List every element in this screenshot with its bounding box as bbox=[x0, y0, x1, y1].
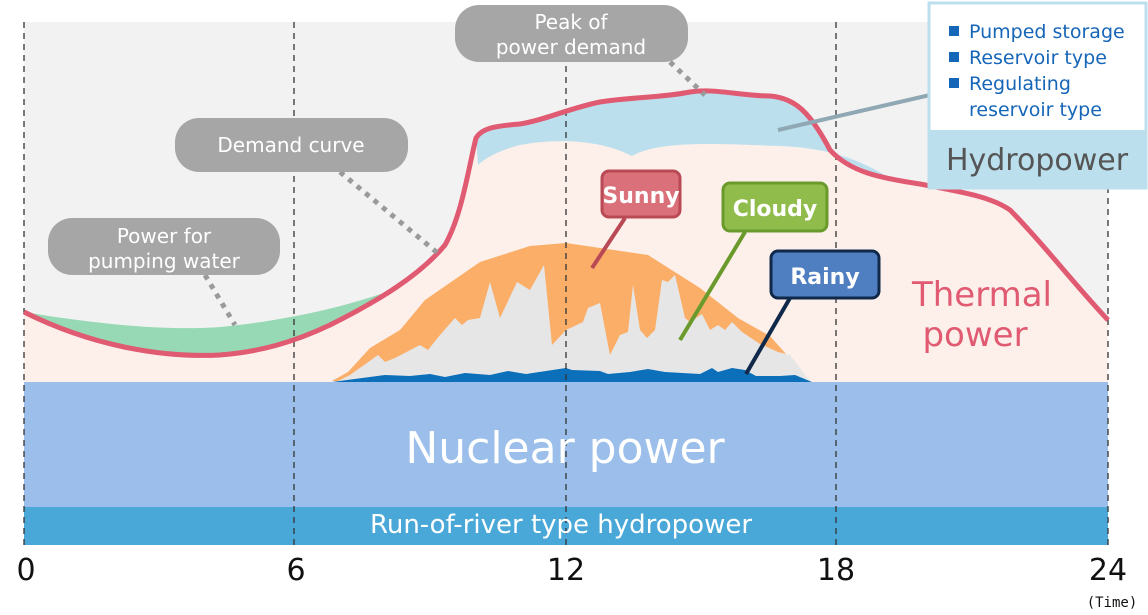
legend-title: Hydropower bbox=[946, 143, 1129, 178]
legend-bullet-icon bbox=[949, 26, 959, 36]
legend-item-reservoir: Reservoir type bbox=[969, 47, 1107, 69]
peak-callout-line1: Peak of bbox=[534, 10, 608, 34]
rainy-leader bbox=[744, 296, 792, 376]
legend-item-regulating: Regulating bbox=[969, 73, 1071, 95]
cloudy-text: Cloudy bbox=[733, 197, 818, 222]
rainy-label: Rainy bbox=[769, 249, 881, 300]
cloudy-leader bbox=[678, 230, 747, 342]
cloudy-label: Cloudy bbox=[721, 181, 829, 233]
hydropower-legend: Pumped storage Reservoir type Regulating… bbox=[927, 1, 1148, 190]
pumping-water-area bbox=[24, 290, 392, 356]
nuclear-label: Nuclear power bbox=[405, 423, 725, 474]
tick-6: 6 bbox=[286, 553, 305, 588]
sunny-label: Sunny bbox=[600, 169, 682, 219]
pumping-leader bbox=[202, 273, 238, 327]
solar-rainy-area bbox=[332, 368, 812, 382]
peak-callout-line2: power demand bbox=[496, 35, 646, 59]
sunny-leader bbox=[590, 216, 627, 270]
demand-curve-callout: Demand curve bbox=[175, 118, 408, 172]
axis-unit: (Time) bbox=[1087, 595, 1138, 611]
legend-item-pumped-storage: Pumped storage bbox=[969, 21, 1125, 43]
pumping-callout: Power for pumping water bbox=[48, 218, 280, 275]
legend-bullet-icon bbox=[949, 52, 959, 62]
demand-curve bbox=[22, 88, 1110, 358]
solar-cloudy-area bbox=[338, 265, 810, 381]
run-of-river-label: Run-of-river type hydropower bbox=[370, 510, 752, 540]
pumping-callout-line2: pumping water bbox=[88, 249, 241, 273]
legend-leader bbox=[777, 93, 931, 132]
legend-item-regulating-2: reservoir type bbox=[969, 99, 1102, 121]
tick-0: 0 bbox=[16, 553, 35, 588]
tick-18: 18 bbox=[817, 553, 855, 588]
legend-bullet-icon bbox=[949, 78, 959, 88]
callout-leaders bbox=[202, 60, 707, 327]
sunny-text: Sunny bbox=[602, 184, 679, 209]
thermal-label-line1: Thermal bbox=[911, 275, 1052, 315]
pumping-callout-line1: Power for bbox=[117, 224, 212, 248]
run-of-river-band bbox=[24, 507, 1108, 545]
demand-curve-label: Demand curve bbox=[217, 133, 364, 157]
peak-leader bbox=[668, 60, 707, 97]
rainy-text: Rainy bbox=[790, 265, 859, 290]
tick-24: 24 bbox=[1089, 553, 1127, 588]
thermal-label-line2: power bbox=[922, 315, 1027, 355]
peak-callout: Peak of power demand bbox=[455, 5, 688, 62]
tick-12: 12 bbox=[547, 553, 585, 588]
hydropower-area bbox=[476, 90, 890, 178]
